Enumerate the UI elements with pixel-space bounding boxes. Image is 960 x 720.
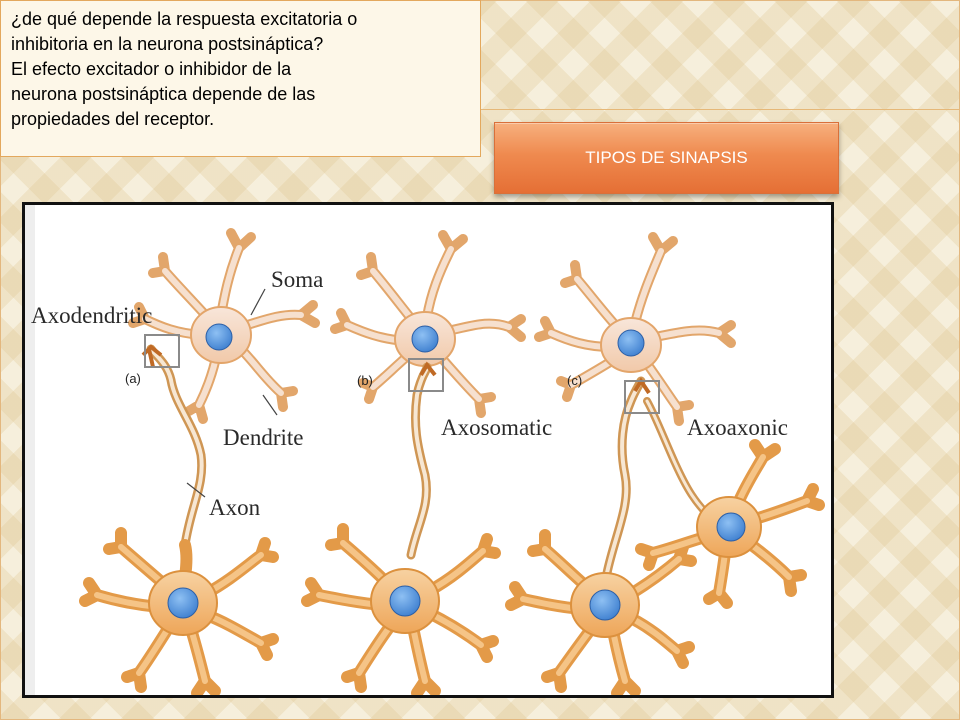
- label-soma: Soma: [271, 267, 323, 292]
- tipos-de-sinapsis-label: TIPOS DE SINAPSIS: [585, 148, 748, 167]
- label-panel-a: (a): [125, 371, 141, 386]
- leader-soma: [250, 288, 266, 316]
- question-text-box: ¿de qué depende la respuesta excitatoria…: [0, 0, 481, 157]
- tipos-de-sinapsis-button[interactable]: TIPOS DE SINAPSIS: [494, 122, 839, 194]
- figure-left-strip: [25, 205, 35, 695]
- answer-line-3: propiedades del receptor.: [11, 109, 215, 129]
- axon-a: [146, 344, 207, 550]
- neuron-c-bottom: [505, 529, 697, 695]
- synapse-box-a: [144, 334, 180, 368]
- label-panel-b: (b): [357, 373, 373, 388]
- leader-axon: [186, 482, 206, 498]
- neuron-a-top: [128, 228, 320, 424]
- label-axoaxonic: Axoaxonic: [687, 415, 788, 440]
- label-dendrite: Dendrite: [223, 425, 303, 450]
- synapse-types-figure: Soma Axodendritic (a) (b) (c) Dendrite A…: [22, 202, 834, 698]
- label-panel-c: (c): [567, 373, 582, 388]
- synapse-box-c: [624, 380, 660, 414]
- neuron-c-right: [635, 439, 825, 609]
- label-axon: Axon: [209, 495, 261, 520]
- synapse-box-b: [408, 358, 444, 392]
- header-band-right: [480, 0, 960, 109]
- label-axodendritic: Axodendritic: [31, 303, 152, 328]
- label-axosomatic: Axosomatic: [441, 415, 552, 440]
- answer-line-1: El efecto excitador o inhibidor de la: [11, 59, 292, 79]
- neuron-a-bottom: [79, 527, 279, 695]
- answer-line-2: neurona postsináptica depende de las: [11, 84, 316, 104]
- neuron-c-top: [534, 232, 736, 426]
- question-line-1: ¿de qué depende la respuesta excitatoria…: [11, 9, 358, 29]
- neuron-b-bottom: [301, 523, 501, 695]
- leader-dendrite: [262, 394, 278, 416]
- question-line-2: inhibitoria en la neurona postsináptica?: [11, 34, 324, 54]
- terminal-b: [419, 361, 437, 377]
